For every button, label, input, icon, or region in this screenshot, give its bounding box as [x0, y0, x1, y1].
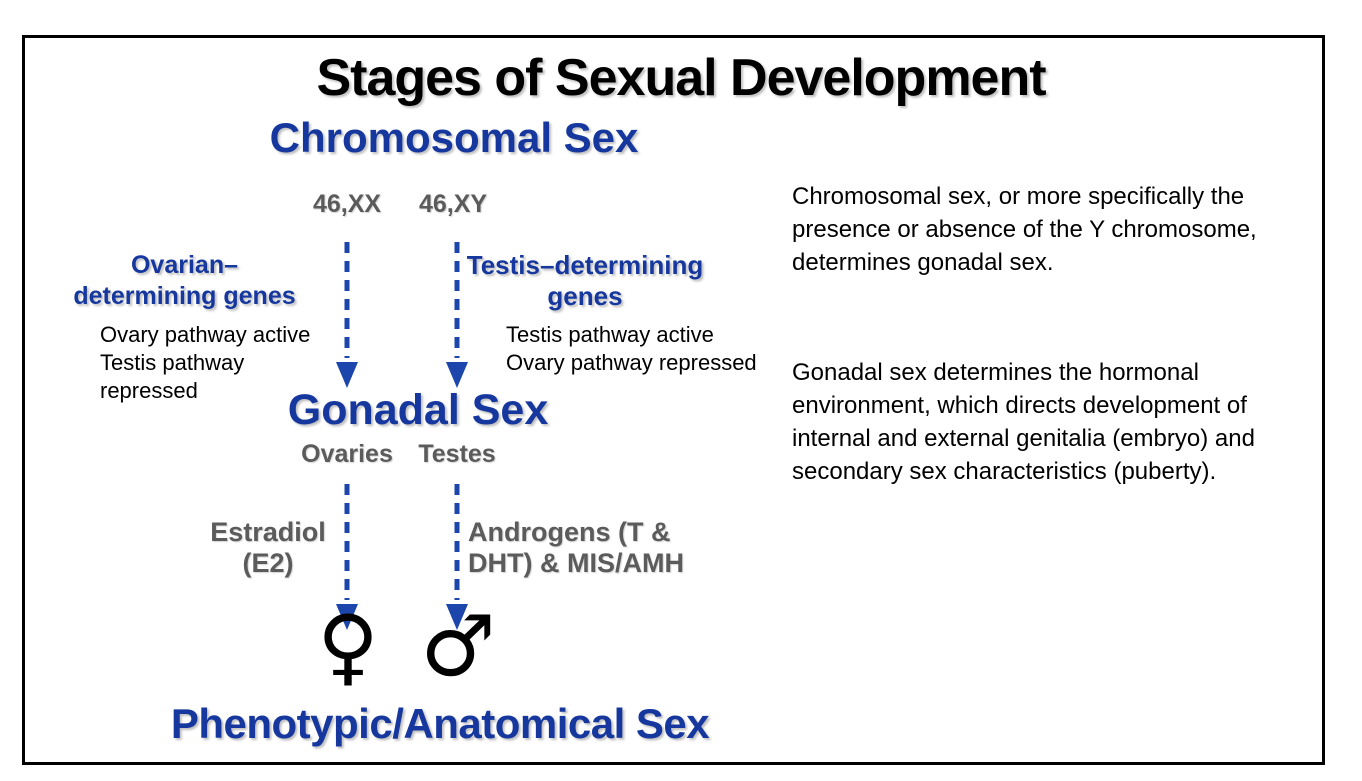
dashed-arrow-down-icon [336, 242, 358, 388]
slide-title: Stages of Sexual Development [316, 49, 1046, 107]
testes-label: Testes [418, 440, 496, 468]
karyotype-46xy-label: 46,XY [418, 190, 488, 218]
phenotypic-anatomical-sex-heading: Phenotypic/Anatomical Sex [170, 700, 710, 747]
testis-pathway-note: Testis pathway active Ovary pathway repr… [506, 322, 757, 375]
gonadal-sex-description: Gonadal sex determines the hormonal envi… [792, 359, 1255, 485]
dashed-arrow-down-icon [446, 484, 468, 630]
chromosomal-sex-heading: Chromosomal Sex [269, 114, 639, 161]
chromosomal-sex-description: Chromosomal sex, or more specifically th… [792, 183, 1257, 276]
dashed-arrow-down-icon [446, 242, 468, 388]
ovarian-determining-genes-label: Ovarian– determining genes [73, 251, 296, 310]
male-symbol-icon: ♂ [420, 597, 496, 695]
testis-determining-genes-label: Testis–determining genes [466, 250, 704, 311]
estradiol-label: Estradiol (E2) [210, 517, 326, 578]
female-symbol-icon: ♀ [317, 597, 379, 695]
gonadal-sex-heading: Gonadal Sex [287, 386, 549, 434]
dashed-arrow-down-icon [336, 484, 358, 630]
ovaries-label: Ovaries [301, 440, 393, 468]
slide-border [22, 35, 1325, 765]
karyotype-46xx-label: 46,XX [312, 190, 382, 218]
androgens-label: Androgens (T & DHT) & MIS/AMH [468, 517, 684, 578]
ovary-pathway-note: Ovary pathway active Testis pathway repr… [100, 322, 311, 403]
